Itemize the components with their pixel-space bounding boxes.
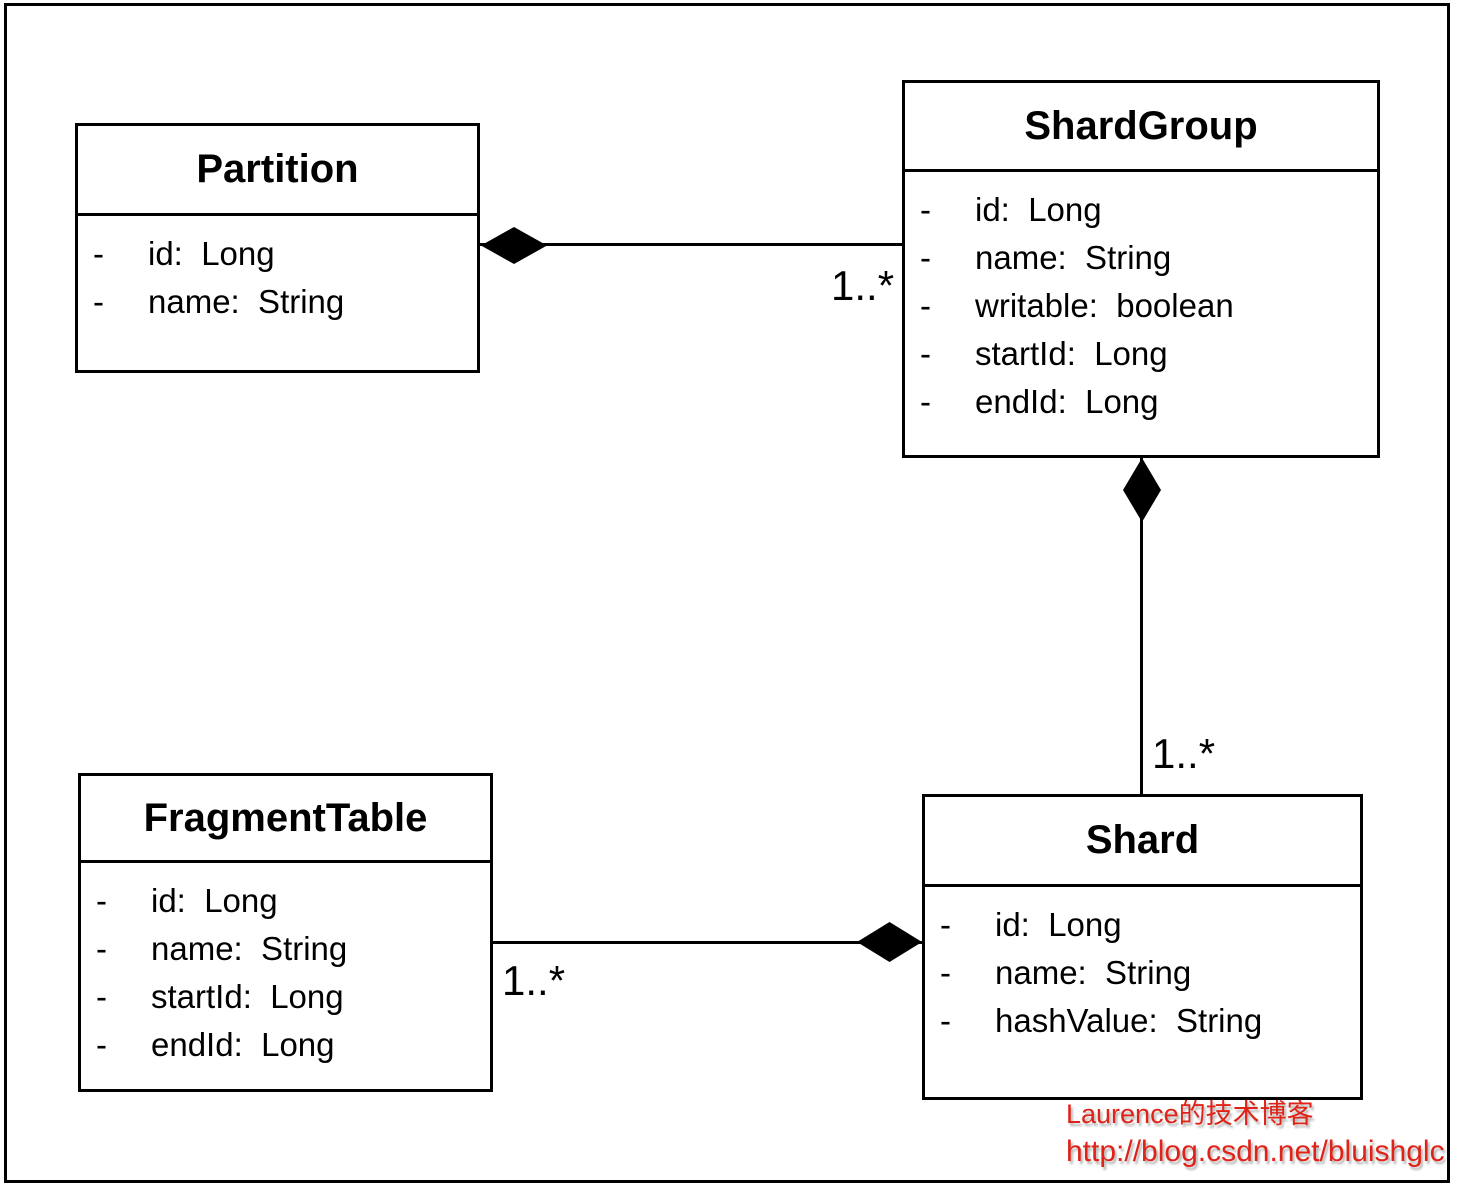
class-attributes: - id: Long - name: String - hashValue: S… xyxy=(925,887,1360,1045)
watermark-blog-url: http://blog.csdn.net/bluishglc xyxy=(1066,1135,1445,1168)
class-attribute: - endId: Long xyxy=(905,378,1377,426)
association-line-partition-shardgroup xyxy=(480,243,902,246)
class-title: ShardGroup xyxy=(905,83,1377,172)
visibility-marker: - xyxy=(96,882,107,919)
association-line-shardgroup-shard xyxy=(1140,457,1143,794)
visibility-marker: - xyxy=(940,1002,951,1039)
class-title: Partition xyxy=(78,126,477,216)
class-attributes: - id: Long - name: String - startId: Lon… xyxy=(81,863,490,1069)
visibility-marker: - xyxy=(920,239,931,276)
visibility-marker: - xyxy=(93,283,104,320)
visibility-marker: - xyxy=(920,335,931,372)
class-title: Shard xyxy=(925,797,1360,887)
class-attribute: - name: String xyxy=(905,234,1377,282)
class-attribute: - name: String xyxy=(81,925,490,973)
class-box-shard: Shard - id: Long - name: String - hashVa… xyxy=(922,794,1363,1100)
class-box-shardgroup: ShardGroup - id: Long - name: String - w… xyxy=(902,80,1380,458)
multiplicity-label: 1..* xyxy=(1152,730,1216,777)
class-attribute: - id: Long xyxy=(81,877,490,925)
class-attribute: - endId: Long xyxy=(81,1021,490,1069)
visibility-marker: - xyxy=(940,954,951,991)
class-attribute: - id: Long xyxy=(78,230,477,278)
class-attribute: - id: Long xyxy=(905,186,1377,234)
visibility-marker: - xyxy=(96,978,107,1015)
class-attribute: - startId: Long xyxy=(905,330,1377,378)
class-attribute: - name: String xyxy=(925,949,1360,997)
visibility-marker: - xyxy=(920,191,931,228)
class-box-fragmenttable: FragmentTable - id: Long - name: String … xyxy=(78,773,493,1092)
watermark-blog-name: Laurence的技术博客 xyxy=(1066,1099,1314,1129)
class-attribute: - name: String xyxy=(78,278,477,326)
class-attribute: - writable: boolean xyxy=(905,282,1377,330)
multiplicity-label: 1..* xyxy=(502,957,566,1004)
class-attributes: - id: Long - name: String xyxy=(78,216,477,326)
visibility-marker: - xyxy=(93,235,104,272)
diagram-border xyxy=(4,3,1450,1183)
class-attribute: - startId: Long xyxy=(81,973,490,1021)
multiplicity-label: 1..* xyxy=(831,262,895,309)
visibility-marker: - xyxy=(96,1026,107,1063)
visibility-marker: - xyxy=(920,287,931,324)
visibility-marker: - xyxy=(920,383,931,420)
association-line-fragmenttable-shard xyxy=(493,941,922,944)
class-box-partition: Partition - id: Long - name: String xyxy=(75,123,480,373)
watermark: Laurence的技术博客 http://blog.csdn.net/bluis… xyxy=(1066,1097,1445,1173)
class-title: FragmentTable xyxy=(81,776,490,863)
visibility-marker: - xyxy=(96,930,107,967)
visibility-marker: - xyxy=(940,906,951,943)
class-attribute: - hashValue: String xyxy=(925,997,1360,1045)
class-attribute: - id: Long xyxy=(925,901,1360,949)
class-attributes: - id: Long - name: String - writable: bo… xyxy=(905,172,1377,426)
